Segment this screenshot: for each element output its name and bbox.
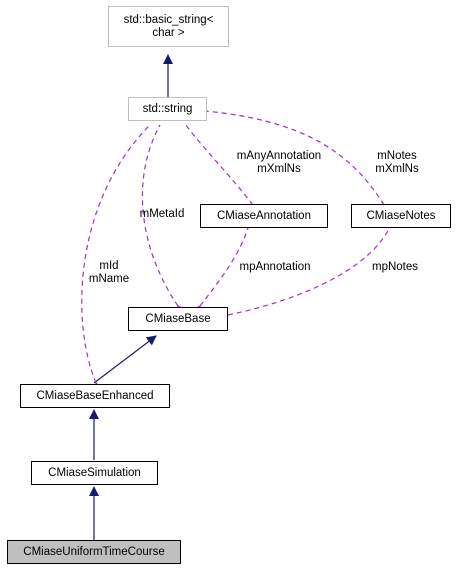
node-cmiase-simulation[interactable]: CMiaseSimulation (31, 461, 158, 485)
node-cmiase-annotation[interactable]: CMiaseAnnotation (200, 204, 328, 228)
node-cmiase-notes[interactable]: CMiaseNotes (351, 204, 451, 228)
edge-base-uses-annotation (200, 224, 250, 306)
node-label: CMiaseAnnotation (217, 209, 311, 222)
node-cmiase-uniform-time-course[interactable]: CMiaseUniformTimeCourse (7, 540, 181, 564)
edge-label-notes-members: mNotes mXmlNs (375, 150, 419, 175)
edge-label-mp-annotation: mpAnnotation (239, 261, 311, 273)
node-std-string[interactable]: std::string (128, 97, 207, 121)
node-cmiase-base-enhanced[interactable]: CMiaseBaseEnhanced (20, 384, 170, 408)
edge-label-mp-notes: mpNotes (371, 261, 419, 273)
node-label: CMiaseSimulation (48, 466, 141, 479)
node-std-basic-string[interactable]: std::basic_string< char > (108, 6, 229, 47)
node-label: CMiaseNotes (366, 209, 436, 222)
edge-base-enhanced-uses-string (81, 124, 151, 383)
edge-base-uses-notes (228, 224, 392, 315)
edge-annotation-uses-string (185, 124, 253, 205)
edge-base-to-base-enhanced (93, 335, 157, 384)
edge-notes-uses-string (204, 110, 384, 205)
node-cmiase-base[interactable]: CMiaseBase (128, 307, 228, 331)
node-label: CMiaseBase (145, 312, 211, 325)
node-label: std::basic_string< char > (123, 13, 214, 39)
node-label: std::string (142, 102, 193, 115)
node-label: CMiaseUniformTimeCourse (23, 545, 165, 558)
edge-label-any-annotation: mAnyAnnotation mXmlNs (236, 150, 322, 175)
node-label: CMiaseBaseEnhanced (36, 389, 154, 402)
edge-label-meta-id: mMetaId (139, 208, 185, 220)
edge-label-id-name: mId mName (88, 260, 130, 285)
